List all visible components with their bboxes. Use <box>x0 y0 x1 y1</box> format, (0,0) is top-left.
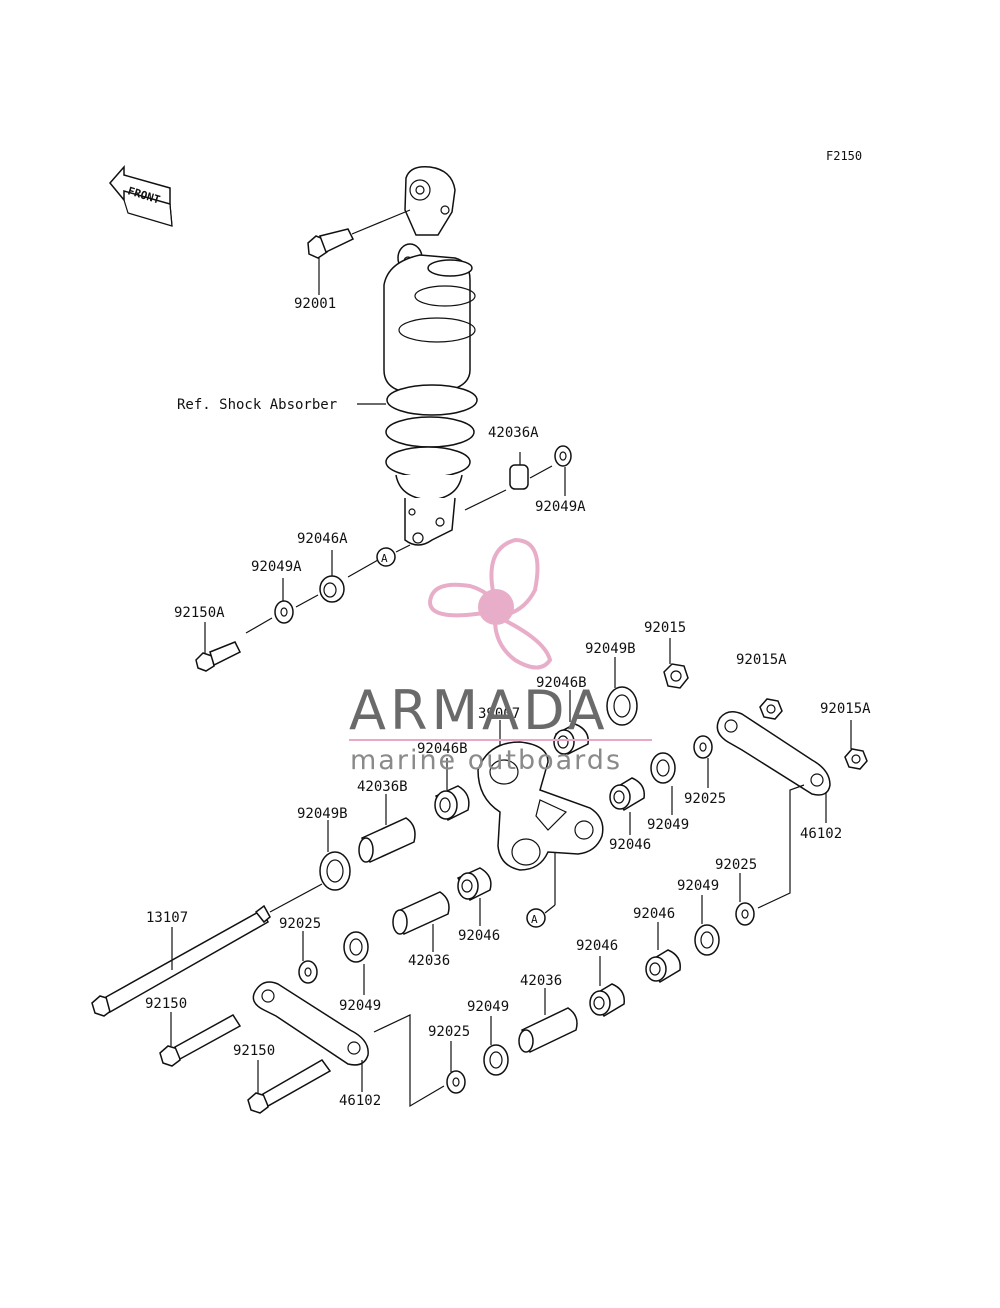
label-92150A: 92150A <box>174 605 225 621</box>
bearing-92046-mid <box>456 867 492 926</box>
shock-absorber <box>383 165 478 546</box>
marker-a-top: A <box>376 547 396 567</box>
label-92025-r2: 92025 <box>715 857 757 873</box>
label-92046-r1: 92046 <box>609 837 651 853</box>
washer-92025-bottom <box>373 1014 466 1108</box>
label-92049A-left: 92049A <box>251 559 302 575</box>
label-92046B-top: 92046B <box>536 675 587 691</box>
nut-92015A-2 <box>844 720 868 770</box>
label-92025-bottom: 92025 <box>428 1024 470 1040</box>
label-92049-r2: 92049 <box>677 878 719 894</box>
label-92046A: 92046A <box>297 531 348 547</box>
front-arrow-icon: FRONT <box>109 165 173 227</box>
label-92046-r2: 92046 <box>633 906 675 922</box>
label-92015A-2: 92015A <box>820 701 871 717</box>
nut-92015 <box>663 638 689 689</box>
bearing-92046-r1 <box>609 777 645 835</box>
seal-92049B-top <box>606 657 638 726</box>
bolt-92150-1 <box>159 1012 242 1067</box>
label-92049B-left: 92049B <box>297 806 348 822</box>
label-92046-mid: 92046 <box>458 928 500 944</box>
label-39007: 39007 <box>478 706 520 722</box>
bolt-13107 <box>91 883 323 1017</box>
seal-92049B-left <box>319 820 351 891</box>
figure-code: F2150 <box>826 149 862 163</box>
washer-92025-r2 <box>735 873 755 926</box>
tie-rod-46102-right <box>716 711 831 909</box>
bearing-92046A <box>319 550 345 603</box>
label-92049B-top: 92049B <box>585 641 636 657</box>
label-92046-r3: 92046 <box>576 938 618 954</box>
seal-92049-r1 <box>650 752 676 815</box>
bolt-92150A <box>195 622 242 672</box>
label-ref-shock-absorber: Ref. Shock Absorber <box>177 397 337 413</box>
watermark-brand: ARMADA <box>349 679 609 742</box>
label-92049-r1: 92049 <box>647 817 689 833</box>
label-92001: 92001 <box>294 296 336 312</box>
label-92150-1: 92150 <box>145 996 187 1012</box>
label-92049-bottom: 92049 <box>467 999 509 1015</box>
collar-42036A <box>464 445 572 511</box>
bearing-92046-r3 <box>589 956 625 1018</box>
label-46102-left: 46102 <box>339 1093 381 1109</box>
marker-a-bottom: A <box>526 908 546 928</box>
link-39007 <box>477 720 604 914</box>
label-92015: 92015 <box>644 620 686 636</box>
label-92049-left: 92049 <box>339 998 381 1014</box>
label-92150-2: 92150 <box>233 1043 275 1059</box>
bolt-92150-2 <box>247 1059 332 1114</box>
label-42036-mid: 42036 <box>408 953 450 969</box>
part-labels: 92001 Ref. Shock Absorber 42036A 92049A … <box>145 296 871 1109</box>
label-92046B-mid: 92046B <box>417 741 468 757</box>
collar-42036-mid <box>392 891 450 952</box>
bearing-92046B-mid <box>434 758 470 822</box>
bearing-92046-r2 <box>645 922 681 984</box>
label-92025-r1: 92025 <box>684 791 726 807</box>
label-46102-right: 46102 <box>800 826 842 842</box>
seal-92049-bottom <box>483 1016 509 1076</box>
label-92015A-1: 92015A <box>736 652 787 668</box>
label-13107: 13107 <box>146 910 188 926</box>
collar-42036-bottom <box>518 988 578 1054</box>
washer-92025-left <box>298 931 318 984</box>
washer-92025-r1 <box>693 735 713 788</box>
seal-92049-r2 <box>694 895 720 956</box>
svg-text:A: A <box>531 913 538 926</box>
svg-text:A: A <box>381 552 388 565</box>
armada-watermark: ARMADA marine outboards <box>349 537 652 776</box>
label-92049A-right: 92049A <box>535 499 586 515</box>
tie-rod-46102-left <box>252 981 369 1092</box>
label-42036B: 42036B <box>357 779 408 795</box>
nut-92015A-1 <box>759 698 783 720</box>
label-42036-bottom: 42036 <box>520 973 562 989</box>
bolt-92001 <box>307 209 411 295</box>
seal-92049-left <box>343 931 369 995</box>
washer-92049A-left <box>274 578 294 624</box>
watermark-tagline: marine outboards <box>350 745 622 776</box>
collar-42036B <box>358 794 416 864</box>
label-42036A: 42036A <box>488 425 539 441</box>
propeller-logo-icon <box>427 537 553 670</box>
label-92025-left: 92025 <box>279 916 321 932</box>
